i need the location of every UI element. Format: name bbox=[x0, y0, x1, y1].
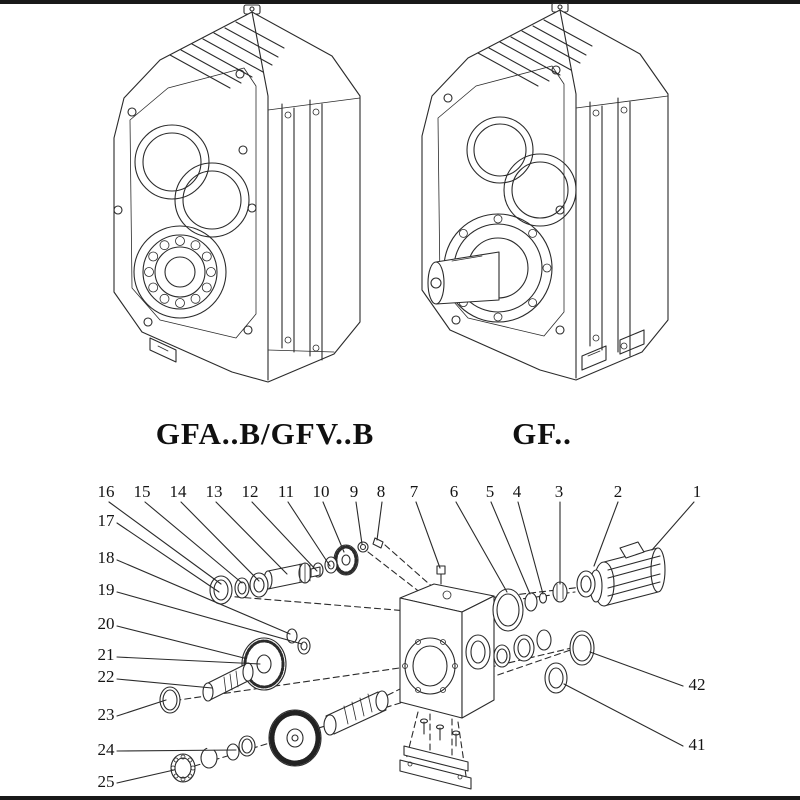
pinion-part-3 bbox=[552, 581, 568, 603]
ring-part-15 bbox=[234, 577, 250, 599]
part-number-42: 42 bbox=[689, 675, 706, 694]
gearbox-drawing-gf bbox=[421, 2, 669, 381]
snap-ring bbox=[200, 747, 218, 769]
key-part-8 bbox=[372, 537, 384, 549]
part-number-callouts-right: 42 41 bbox=[689, 675, 706, 754]
motor-part bbox=[589, 541, 666, 607]
bolt-part-7 bbox=[436, 565, 446, 575]
part-number-20: 20 bbox=[98, 614, 115, 633]
side-panel-ribs bbox=[575, 95, 669, 357]
ring-part-42 bbox=[569, 630, 595, 666]
assembly-axis-lines bbox=[164, 544, 601, 777]
pinion-shaft-part-13 bbox=[263, 562, 321, 590]
ring-part-5 bbox=[524, 592, 538, 612]
model-label-right: GF.. bbox=[512, 416, 572, 451]
front-flange-plate bbox=[129, 67, 257, 339]
part-number-10: 10 bbox=[313, 482, 330, 501]
output-shaft-parts bbox=[170, 690, 389, 783]
cooling-fins bbox=[477, 19, 593, 87]
top-frame-bar bbox=[0, 0, 800, 4]
mounting-feet bbox=[581, 329, 645, 371]
flange-bolts bbox=[113, 69, 257, 335]
output-bearing bbox=[133, 225, 227, 319]
gearbox-drawing-gfab-gfvb bbox=[113, 4, 361, 383]
part-number-12: 12 bbox=[242, 482, 259, 501]
output-gear bbox=[268, 709, 322, 767]
part-number-2: 2 bbox=[614, 482, 623, 501]
part-number-16: 16 bbox=[98, 482, 115, 501]
part-number-8: 8 bbox=[377, 482, 386, 501]
part-number-21: 21 bbox=[98, 645, 115, 664]
bearing-part-25 bbox=[170, 753, 196, 783]
washer-part-11 bbox=[324, 556, 338, 574]
flange-bolts bbox=[443, 65, 565, 335]
ring-part-18 bbox=[286, 628, 298, 644]
input-shaft-parts bbox=[209, 544, 359, 605]
part-number-3: 3 bbox=[555, 482, 564, 501]
part-number-23: 23 bbox=[98, 705, 115, 724]
mounting-plate bbox=[399, 759, 472, 790]
part-number-18: 18 bbox=[98, 548, 115, 567]
housing-outline bbox=[421, 9, 669, 381]
output-shaft bbox=[427, 251, 500, 305]
plug-part-9 bbox=[357, 541, 369, 553]
gasket-plate bbox=[403, 745, 469, 772]
cover-ring-parts bbox=[493, 629, 595, 694]
mounting-foot bbox=[149, 337, 177, 363]
bearing-part-14 bbox=[249, 572, 269, 598]
part-number-5: 5 bbox=[486, 482, 495, 501]
input-side-parts bbox=[492, 570, 596, 632]
part-number-41: 41 bbox=[689, 735, 706, 754]
part-number-17: 17 bbox=[98, 511, 116, 530]
exploded-view: 16 15 14 13 12 11 10 9 8 7 6 5 4 3 2 1 1… bbox=[98, 482, 706, 791]
input-bore-covers bbox=[134, 124, 250, 238]
part-number-15: 15 bbox=[134, 482, 151, 501]
part-number-1: 1 bbox=[693, 482, 702, 501]
part-number-19: 19 bbox=[98, 580, 115, 599]
pinion-shaft-part-22 bbox=[202, 662, 254, 702]
gasket-part-6 bbox=[492, 588, 524, 632]
splined-output-shaft bbox=[323, 690, 389, 736]
front-flange-plate bbox=[437, 65, 565, 337]
input-bore-covers bbox=[466, 116, 577, 227]
washer-part-24 bbox=[226, 743, 240, 761]
washer-part-19 bbox=[297, 637, 311, 655]
terminal-box bbox=[619, 541, 645, 559]
part-number-11: 11 bbox=[278, 482, 294, 501]
plate-bolts bbox=[419, 718, 461, 747]
part-number-13: 13 bbox=[206, 482, 223, 501]
part-number-14: 14 bbox=[170, 482, 188, 501]
part-number-25: 25 bbox=[98, 772, 115, 791]
part-number-callouts-top: 16 15 14 13 12 11 10 9 8 7 6 5 4 3 2 1 bbox=[98, 482, 702, 501]
part-number-7: 7 bbox=[410, 482, 419, 501]
side-panel-ribs bbox=[267, 97, 361, 361]
part-number-9: 9 bbox=[350, 482, 359, 501]
part-number-24: 24 bbox=[98, 740, 116, 759]
top-small-parts bbox=[357, 537, 446, 585]
part-number-22: 22 bbox=[98, 667, 115, 686]
part-number-6: 6 bbox=[450, 482, 459, 501]
gear-part-20-21 bbox=[241, 637, 287, 691]
gear-part-10 bbox=[333, 544, 359, 576]
leader-lines bbox=[108, 501, 695, 784]
motor-fins bbox=[607, 555, 661, 597]
gear-housing-part bbox=[399, 583, 495, 719]
cooling-fins bbox=[169, 21, 285, 89]
cover-part-41 bbox=[544, 662, 568, 694]
bearing-part bbox=[513, 634, 535, 662]
housing-outline bbox=[113, 11, 361, 383]
bottom-frame-bar bbox=[0, 796, 800, 800]
base-plate-parts bbox=[399, 718, 472, 790]
part-number-callouts-left: 17 18 19 20 21 22 23 24 25 bbox=[98, 511, 116, 791]
intermediate-shaft-parts bbox=[159, 628, 311, 714]
model-label-left: GFA..B/GFV..B bbox=[156, 416, 375, 451]
part-number-4: 4 bbox=[513, 482, 522, 501]
seal-part-17 bbox=[213, 579, 229, 601]
